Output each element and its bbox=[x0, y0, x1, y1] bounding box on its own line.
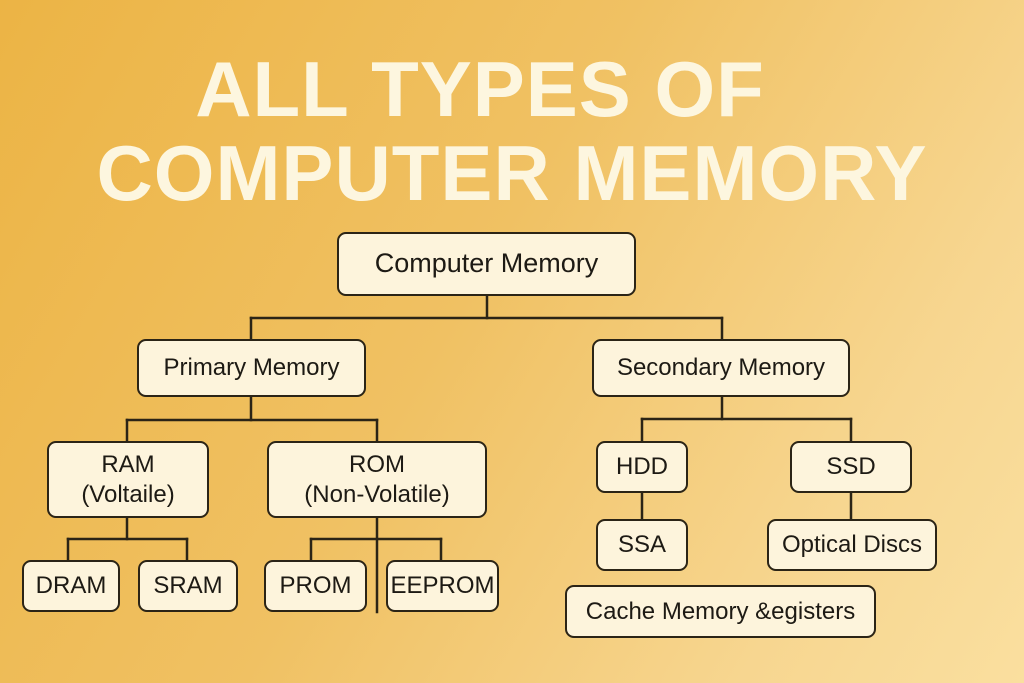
node-rom-line-2: (Non-Volatile) bbox=[304, 480, 450, 508]
node-ssa: SSA bbox=[596, 519, 688, 571]
node-cache-memory-registers: Cache Memory &egisters bbox=[565, 585, 876, 638]
node-ram: RAM (Voltaile) bbox=[47, 441, 209, 518]
node-dram: DRAM bbox=[22, 560, 120, 612]
node-ram-line-1: RAM bbox=[101, 450, 155, 478]
node-hdd: HDD bbox=[596, 441, 688, 493]
node-secondary-memory: Secondary Memory bbox=[592, 339, 850, 397]
node-ssd: SSD bbox=[790, 441, 912, 493]
page-title-line-1: ALL TYPES OF bbox=[195, 45, 765, 133]
node-rom: ROM (Non-Volatile) bbox=[267, 441, 487, 518]
node-primary-memory: Primary Memory bbox=[137, 339, 366, 397]
node-prom: PROM bbox=[264, 560, 367, 612]
node-ram-line-2: (Voltaile) bbox=[81, 480, 175, 508]
node-eeprom: EEPROM bbox=[386, 560, 499, 612]
node-rom-line-1: ROM bbox=[349, 450, 405, 478]
node-optical-discs: Optical Discs bbox=[767, 519, 937, 571]
page-title-line-2: COMPUTER MEMORY bbox=[96, 129, 928, 217]
node-computer-memory: Computer Memory bbox=[337, 232, 636, 296]
node-sram: SRAM bbox=[138, 560, 238, 612]
